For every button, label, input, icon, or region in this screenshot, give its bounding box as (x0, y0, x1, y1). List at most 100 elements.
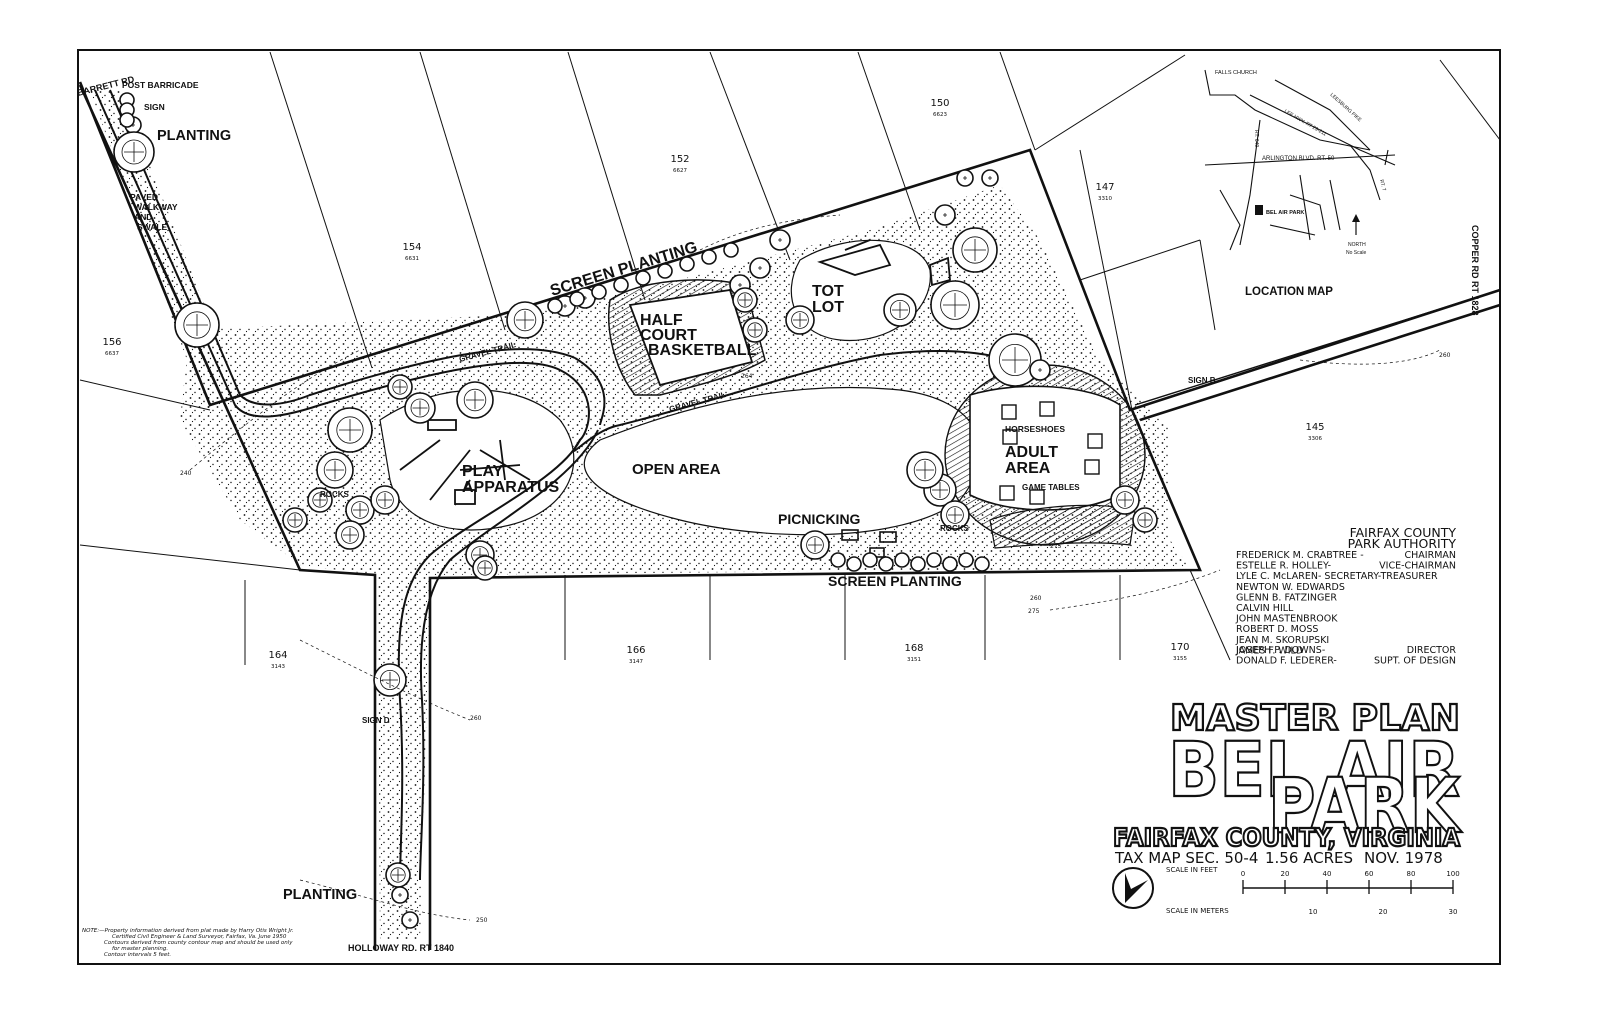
tree-icon (316, 451, 354, 489)
title-tax-map: TAX MAP SEC. 50-4 (1114, 849, 1258, 867)
authority-member-name: ROBERT D. MOSS (1236, 624, 1318, 635)
tree-icon (742, 317, 768, 343)
loc-rt-649: RT. 649 (1253, 130, 1259, 147)
tree-icon (174, 302, 220, 348)
tree-icon (370, 485, 400, 515)
lot-address: 3310 (1098, 196, 1112, 202)
contour-label: 250 (476, 917, 488, 924)
tree-icon (934, 204, 956, 226)
rocks-east-label: ROCKS (940, 524, 970, 533)
tree-icon (307, 487, 333, 513)
lot-address: 3147 (629, 659, 643, 665)
contour-label: 240 (180, 470, 192, 477)
tree-icon (345, 495, 375, 525)
lot-address: 3143 (271, 664, 285, 670)
sign-b-label: SIGN B (1188, 376, 1216, 385)
play-label-1: PLAY (462, 463, 504, 480)
authority-member-role: CHAIRMAN (1405, 550, 1456, 561)
contour-label: 260 (1030, 595, 1042, 602)
adult-area-walk (989, 504, 1136, 549)
shrub-icon (974, 556, 990, 572)
note-block: NOTE:—Property information derived from … (82, 928, 294, 958)
horseshoes-label: HORSESHOES (1005, 424, 1065, 434)
authority-title-2: PARK AUTHORITY (1348, 536, 1457, 551)
park-authority-block: FAIRFAX COUNTY PARK AUTHORITY FREDERICK … (1235, 525, 1456, 667)
tree-icon (373, 663, 407, 697)
lot-address: 3306 (1308, 436, 1322, 442)
tree-icon (952, 227, 998, 273)
contour-line (1049, 569, 1221, 611)
lot-number: 152 (670, 154, 689, 165)
title-county: FAIRFAX COUNTY, VIRGINIA (1113, 823, 1461, 852)
tot-lot-equipment (817, 239, 951, 287)
authority-member-name: JEAN M. SKORUPSKI (1235, 635, 1329, 646)
north-arrow-needle (1125, 873, 1148, 903)
shrub-icon (862, 552, 878, 568)
copper-rd-label: COPPER RD RT 1828 (1470, 225, 1480, 316)
shrub-icon (878, 556, 894, 572)
loc-north: NORTH (1348, 242, 1366, 248)
rocks-west-label: ROCKS (320, 490, 350, 499)
scale-meters-label: SCALE IN METERS (1166, 907, 1229, 915)
play-label-2: APPARATUS (462, 479, 560, 496)
lot-number: 154 (402, 242, 421, 253)
stippled-grounds (180, 185, 1190, 940)
holloway-rd-label: HOLLOWAY RD. RT 1840 (348, 943, 454, 953)
contour-line (1299, 349, 1441, 365)
tree-icon (1132, 507, 1158, 533)
loc-rt-7: RT. 7 (1378, 179, 1387, 192)
staff-name: DONALD F. LEDERER- (1236, 656, 1337, 667)
tree-icon (1110, 485, 1140, 515)
contour-line (299, 639, 471, 721)
lot-number: 150 (930, 98, 949, 109)
scale-feet-tick: 100 (1446, 870, 1459, 878)
tree-icon (1029, 359, 1051, 381)
tree-icon (385, 862, 411, 888)
contour-line (299, 879, 471, 921)
authority-member-name: ESTELLE R. HOLLEY- (1236, 561, 1331, 572)
shrub-icon (613, 277, 629, 293)
adult-area-tables (999, 401, 1103, 505)
scale-feet-tick: 40 (1323, 870, 1332, 878)
screen-planting-south-label: SCREEN PLANTING (828, 573, 962, 589)
sign-a-label: SIGN (144, 102, 165, 112)
lot-address: 6627 (673, 168, 687, 174)
tree-icon (800, 530, 830, 560)
tree-icon (785, 305, 815, 335)
tree-icon (456, 381, 494, 419)
shrub-icon (679, 256, 695, 272)
staff-role: DIRECTOR (1407, 645, 1457, 656)
post-barricade-label: POST BARRICADE (122, 80, 199, 90)
authority-member-role: VICE-CHAIRMAN (1379, 561, 1456, 572)
open-area-label: OPEN AREA (632, 461, 721, 478)
lot-numbers: 1546631156663715266271506623147331014533… (102, 98, 1324, 670)
note-line-4: for master planning. (112, 946, 168, 952)
lot-address: 6623 (933, 112, 947, 118)
adult-area-label-1: ADULT (1005, 444, 1058, 461)
contour-label: 264 (741, 373, 753, 380)
tree-icon (940, 500, 970, 530)
shrub-icon (635, 270, 651, 286)
loc-bel-air-park: BEL AIR PARK (1266, 210, 1304, 216)
paved-walkway-label-3: AND (134, 212, 152, 222)
half-court-label-1: HALF (640, 312, 683, 329)
note-line-3: Contours derived from county contour map… (104, 940, 293, 946)
tree-icon (391, 886, 409, 904)
shrub-icon (910, 556, 926, 572)
authority-member-name: JAMES F. WILD (1235, 645, 1303, 656)
basketball-court (628, 288, 754, 387)
authority-member-name: LYLE C. McLAREN- SECRETARY-TREASURER (1236, 571, 1438, 582)
tree-icon (404, 392, 436, 424)
title-park: PARK (1268, 761, 1463, 850)
tree-icon (335, 520, 365, 550)
sign-d-label: SIGN D (362, 716, 390, 725)
title-acres: 1.56 ACRES (1265, 849, 1353, 867)
tree-group (113, 92, 1158, 929)
tree-icon (956, 169, 974, 187)
authority-member-name: CALVIN HILL (1236, 603, 1294, 614)
authority-title-1: FAIRFAX COUNTY (1350, 525, 1457, 540)
